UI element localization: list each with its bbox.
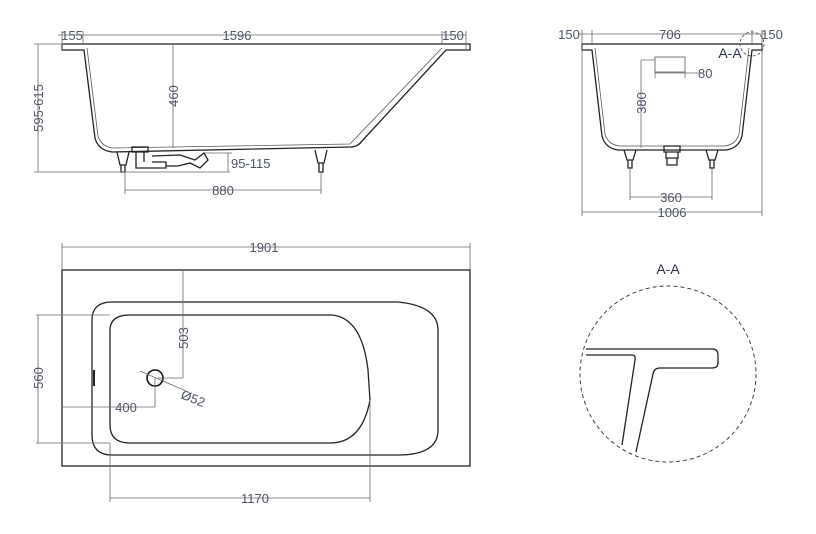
detail-rim-profile xyxy=(586,348,719,453)
end-tub-outline xyxy=(581,43,763,151)
end-overflow xyxy=(654,56,686,73)
end-leg-left xyxy=(623,149,637,169)
dim-end-rim-left: 150 xyxy=(558,27,580,42)
dim-side-rim-right: 150 xyxy=(442,28,464,43)
dim-plan-drain-diameter: Ø52 xyxy=(179,387,207,410)
side-tub-inner xyxy=(86,47,443,149)
side-leg-right xyxy=(314,149,328,173)
end-leg-right xyxy=(705,149,719,169)
dim-end-width-total: 1006 xyxy=(658,205,687,220)
dim-plan-drain-from-left: 400 xyxy=(115,400,137,415)
dim-side-leg-spacing: 880 xyxy=(212,183,234,198)
dim-plan-length-total: 1901 xyxy=(250,240,279,255)
side-leg-left xyxy=(116,151,130,173)
dim-plan-basin-length: 1170 xyxy=(241,491,269,506)
plan-view: 1901 503 560 400 Ø52 1170 xyxy=(31,240,471,506)
dim-end-overflow-height: 80 xyxy=(698,66,712,81)
dim-plan-drain-from-top: 503 xyxy=(176,327,191,349)
side-drain-assembly xyxy=(131,146,209,169)
plan-basin-outline xyxy=(109,314,371,444)
dim-side-drain-height: 95-115 xyxy=(231,156,271,171)
dim-end-overflow-depth: 380 xyxy=(634,92,649,114)
dim-end-leg-spacing: 360 xyxy=(660,190,682,205)
side-tub-outline xyxy=(61,43,471,153)
dim-end-rim-right: 150 xyxy=(761,27,783,42)
dim-plan-width-inner: 560 xyxy=(31,367,46,389)
end-drain xyxy=(663,145,681,166)
detail-circle xyxy=(579,285,757,463)
section-marker-label: A-A xyxy=(718,45,742,61)
dim-side-rim-left: 155 xyxy=(61,28,83,43)
dim-side-depth: 460 xyxy=(166,85,181,107)
dim-side-height-total: 595-615 xyxy=(31,84,46,132)
detail-view-a-a: A-A xyxy=(579,261,757,463)
plan-rim-outline xyxy=(91,301,439,456)
dim-end-width-inner: 706 xyxy=(659,27,681,42)
dim-side-length-inner: 1596 xyxy=(223,28,252,43)
end-view: 150 706 150 1006 80 380 360 A-A xyxy=(558,27,783,220)
end-tub-inner xyxy=(594,47,750,147)
detail-title: A-A xyxy=(656,261,680,277)
plan-outer-outline xyxy=(61,269,471,467)
end-section-marker-circle xyxy=(739,31,765,57)
side-view: 155 1596 150 595-615 460 95-115 880 xyxy=(31,28,471,198)
